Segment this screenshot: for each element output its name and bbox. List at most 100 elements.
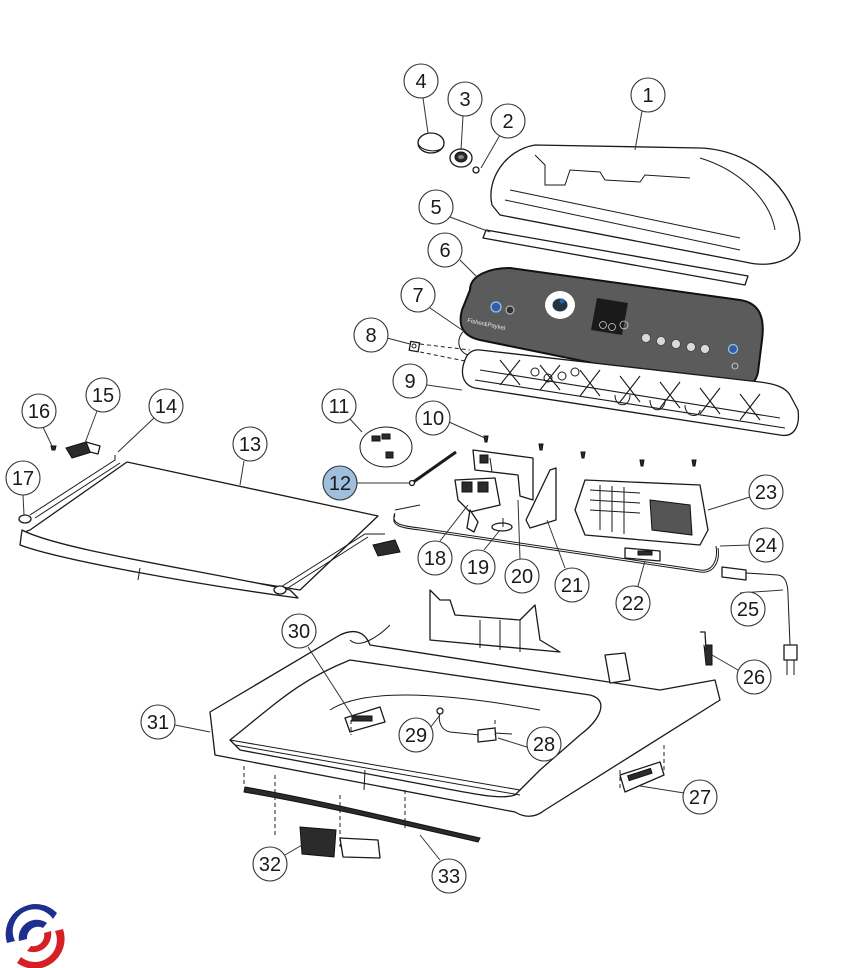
callout-28[interactable]: 28 bbox=[526, 726, 562, 762]
part-21-plate bbox=[525, 467, 557, 529]
part-32-lid-switch-assembly bbox=[299, 826, 381, 859]
callout-33[interactable]: 33 bbox=[431, 858, 467, 894]
callout-30[interactable]: 30 bbox=[281, 613, 317, 649]
callout-circle[interactable] bbox=[418, 189, 454, 225]
part-30-lid-lock bbox=[344, 706, 386, 733]
callout-circle[interactable] bbox=[504, 558, 540, 594]
callout-circle[interactable] bbox=[281, 613, 317, 649]
part-15-hinge-right bbox=[372, 539, 401, 557]
callout-32[interactable]: 32 bbox=[252, 846, 288, 882]
callout-circle[interactable] bbox=[630, 77, 666, 113]
callout-circle[interactable] bbox=[21, 393, 57, 429]
callout-25[interactable]: 25 bbox=[730, 591, 766, 627]
callout-27[interactable]: 27 bbox=[682, 779, 718, 815]
callout-20[interactable]: 20 bbox=[504, 558, 540, 594]
part-33-front-strip bbox=[243, 786, 481, 843]
logo-blue-arc-inner bbox=[18, 919, 47, 941]
callout-circle[interactable] bbox=[736, 659, 772, 695]
callout-circle[interactable] bbox=[554, 567, 590, 603]
callout-circle[interactable] bbox=[682, 779, 718, 815]
callout-10[interactable]: 10 bbox=[415, 400, 451, 436]
part-6-control-panel: Fisher&Paykel bbox=[459, 266, 764, 392]
part-12-rod bbox=[408, 450, 457, 487]
callout-circle[interactable] bbox=[748, 527, 784, 563]
callout-circle[interactable] bbox=[392, 363, 428, 399]
part-29-hose bbox=[436, 707, 481, 736]
part-4-cap bbox=[417, 132, 445, 154]
leader-lines bbox=[22, 97, 784, 861]
callout-18[interactable]: 18 bbox=[417, 540, 453, 576]
callout-2[interactable]: 2 bbox=[490, 103, 526, 139]
callout-circle[interactable] bbox=[427, 232, 463, 268]
part-16-screw bbox=[50, 445, 57, 451]
callout-26[interactable]: 26 bbox=[736, 659, 772, 695]
callout-circle[interactable] bbox=[730, 591, 766, 627]
callout-7[interactable]: 7 bbox=[400, 277, 436, 313]
callout-circle[interactable] bbox=[490, 103, 526, 139]
part-2-o-ring bbox=[472, 166, 480, 174]
callout-4[interactable]: 4 bbox=[403, 63, 439, 99]
callout-6[interactable]: 6 bbox=[427, 232, 463, 268]
callout-circle[interactable] bbox=[403, 63, 439, 99]
callout-circle[interactable] bbox=[415, 400, 451, 436]
callout-14[interactable]: 14 bbox=[148, 388, 184, 424]
part-19-washer bbox=[491, 518, 513, 532]
part-28-nozzle bbox=[477, 727, 513, 743]
callout-circle[interactable] bbox=[615, 585, 651, 621]
callout-13[interactable]: 13 bbox=[232, 426, 268, 462]
callout-23[interactable]: 23 bbox=[748, 474, 784, 510]
part-22-connector bbox=[624, 547, 661, 562]
brand-logo bbox=[5, 904, 65, 968]
callout-circle[interactable] bbox=[322, 465, 358, 501]
callout-9[interactable]: 9 bbox=[392, 363, 428, 399]
callout-circle[interactable] bbox=[400, 277, 436, 313]
callout-1[interactable]: 1 bbox=[630, 77, 666, 113]
callout-circle[interactable] bbox=[321, 388, 357, 424]
part-26-lid-switch bbox=[700, 631, 713, 666]
callout-5[interactable]: 5 bbox=[418, 189, 454, 225]
logo-red-arc-outer bbox=[17, 929, 65, 968]
callout-31[interactable]: 31 bbox=[140, 704, 176, 740]
callout-circle[interactable] bbox=[447, 81, 483, 117]
part-17-bumper bbox=[18, 514, 287, 595]
part-5-trim-strip bbox=[482, 229, 749, 286]
callout-3[interactable]: 3 bbox=[447, 81, 483, 117]
callout-17[interactable]: 17 bbox=[5, 460, 41, 496]
callout-11[interactable]: 11 bbox=[321, 388, 357, 424]
part-23-control-board bbox=[574, 479, 709, 546]
part-13-lid bbox=[19, 461, 379, 599]
part-11-clips-kit bbox=[359, 426, 413, 468]
callout-circle[interactable] bbox=[232, 426, 268, 462]
part-27-bracket bbox=[619, 761, 665, 793]
part-10-screws bbox=[483, 435, 697, 467]
callout-19[interactable]: 19 bbox=[460, 549, 496, 585]
logo-blue-arc-outer bbox=[5, 904, 57, 943]
callout-circle[interactable] bbox=[252, 846, 288, 882]
callout-circle[interactable] bbox=[748, 474, 784, 510]
callout-16[interactable]: 16 bbox=[21, 393, 57, 429]
callout-circle[interactable] bbox=[353, 317, 389, 353]
callout-circle[interactable] bbox=[5, 460, 41, 496]
callout-circle[interactable] bbox=[431, 858, 467, 894]
callout-circle[interactable] bbox=[526, 726, 562, 762]
callout-8[interactable]: 8 bbox=[353, 317, 389, 353]
callout-12[interactable]: 12 bbox=[322, 465, 358, 501]
callout-15[interactable]: 15 bbox=[85, 377, 121, 413]
part-25-power-cord bbox=[721, 566, 798, 675]
part-24-wire-harness bbox=[393, 504, 719, 573]
callout-circle[interactable] bbox=[140, 704, 176, 740]
part-14-hinge-rods bbox=[29, 455, 385, 594]
callout-circle[interactable] bbox=[148, 388, 184, 424]
callout-circle[interactable] bbox=[417, 540, 453, 576]
part-18-inlet-valve bbox=[454, 477, 501, 533]
logo-red-arc-inner bbox=[27, 931, 52, 953]
callout-circle[interactable] bbox=[460, 549, 496, 585]
callout-29[interactable]: 29 bbox=[398, 717, 434, 753]
callout-24[interactable]: 24 bbox=[748, 527, 784, 563]
callout-circle[interactable] bbox=[398, 717, 434, 753]
callout-21[interactable]: 21 bbox=[554, 567, 590, 603]
callout-22[interactable]: 22 bbox=[615, 585, 651, 621]
callout-circle[interactable] bbox=[85, 377, 121, 413]
part-15-hinge bbox=[65, 441, 101, 459]
